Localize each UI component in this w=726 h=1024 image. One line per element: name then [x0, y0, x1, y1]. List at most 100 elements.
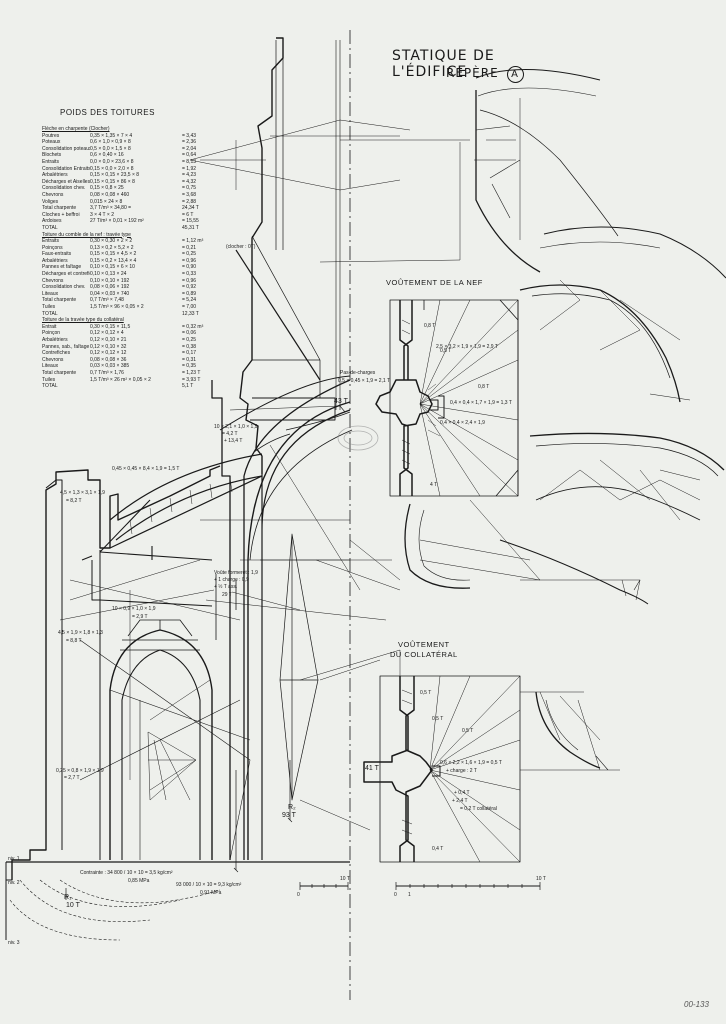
vault-arcs — [404, 69, 726, 771]
nave-rib-4: 4 T — [430, 482, 438, 488]
foundation-arcs — [9, 879, 221, 941]
label-r2-value: 93 T — [282, 812, 296, 819]
label-arcade: 0,25 × 0,8 × 1,9 × 1,9 — [56, 768, 104, 774]
roof-section-heading: Toiture de la travée type du collatéral — [42, 317, 124, 324]
aisle-rib-3: 0,5 T — [420, 690, 432, 696]
archive-stamp — [337, 425, 379, 451]
roof-cell-value: = 1,12 m³ — [182, 238, 204, 245]
roof-cell-label: Tuiles — [42, 376, 56, 383]
flying-rib-ticks — [129, 477, 233, 535]
nave-keystone: Pas-de-charges — [340, 370, 376, 376]
roof-cell-formula: 0,7 T/m³ × 7,48 — [90, 297, 124, 304]
roof-cell-value: = 4,23 — [182, 172, 197, 179]
roof-cell-formula: 0,15 × 0,2 × 13,4 × 4 — [90, 257, 137, 264]
roof-cell-formula: 1,5 T/m³ × 96 × 0,05 × 2 — [90, 304, 144, 311]
roof-cell-value: = 0,21 — [182, 244, 197, 251]
label-springer-note: (clocher : 0T) — [226, 244, 256, 250]
roof-cell-value: = 0,17 — [182, 350, 197, 357]
roof-cell-value: = 0,32 m³ — [182, 323, 204, 330]
aisle-vault-view — [363, 675, 521, 863]
sheet-subtitle: REPÈRE A — [446, 66, 524, 83]
roof-cell-value: = 6 T — [182, 211, 194, 218]
roof-cell-label: Décharges et Aiselles — [42, 178, 90, 185]
roof-cell-formula — [90, 225, 182, 232]
roof-cell-value: = 0,31 — [182, 356, 197, 363]
roof-cell-value: = 4,32 — [182, 178, 197, 185]
roof-section-heading: Flèche en charpente (Clocher) — [42, 126, 110, 132]
tower-outline — [239, 37, 284, 474]
aisle-vault-title-1: VOÛTEMENT — [398, 640, 450, 649]
roof-cell-label: Arbalétriers — [42, 172, 68, 179]
aisle-vault-title-2: DU COLLATÉRAL — [390, 650, 458, 659]
sheet-reference: 00-133 — [684, 1000, 709, 1009]
roof-cell-value: = 0,35 — [182, 363, 197, 370]
roof-cell-label: Pannes et faîtage — [42, 264, 82, 271]
roof-table-row: Liteaux 0,03 × 0,03 × 385 = 0,35 — [42, 363, 214, 370]
nave-keystone-2: 0,5 × 0,45 × 1,9 = 2,1 T — [338, 378, 391, 384]
label-arcade-result: = 2,7 T — [64, 775, 80, 781]
level-marker-2: niv. 2 — [8, 880, 20, 886]
nave-diag-2: 0,4 × 0,4 × 1,7 × 1,9 = 1,3 T — [450, 400, 512, 406]
roof-cell-formula: 0,04 × 0,03 × 740 — [90, 290, 130, 297]
scale-left-zero: 0 — [297, 892, 300, 898]
roof-cell-formula: 0,30 × 0,30 × 2 × 2 — [90, 238, 133, 245]
spire-lines — [189, 119, 470, 260]
aisle-load: 41 T — [365, 765, 379, 772]
roof-cell-label: Chevrons — [42, 277, 64, 284]
roof-cell-label: Liteaux — [42, 363, 59, 370]
roof-cell-label: Total charpente — [42, 297, 77, 304]
label-stress-note-2: 0,91 MPa — [200, 890, 222, 896]
aisle-diagonals — [429, 675, 521, 863]
roof-cell-value: = 0,92 — [182, 284, 197, 291]
roof-cell-label: Consolidation chev. — [42, 185, 86, 192]
force-lines-left — [147, 731, 197, 801]
roof-cell-value: = 3,43 — [182, 132, 197, 139]
nave-diag-1: 2,5 × 3,2 × 1,9 × 1,9 = 2,9 T — [436, 344, 498, 350]
roof-slope — [235, 249, 321, 381]
nave-diagonals — [419, 299, 519, 497]
tower-verticals — [335, 40, 341, 410]
roof-cell-value: = 0,96 — [182, 277, 197, 284]
label-r2: R₂ — [288, 804, 296, 811]
label-r1-value: 10 T — [66, 902, 80, 909]
roof-cell-label: Faux-entraits — [42, 251, 72, 258]
roof-cell-label: TOTAL — [42, 383, 58, 390]
spire-taper — [251, 235, 321, 398]
roof-cell-label: Cloches + beffroi — [42, 211, 80, 218]
roof-cell-label: Décharges et contrefiches — [42, 271, 90, 278]
roof-cell-formula: 0,03 × 0,03 × 385 — [90, 363, 130, 370]
tower-base — [250, 397, 336, 421]
aisle-roof — [99, 499, 213, 607]
force-polygon-left — [79, 639, 251, 861]
label-wall-mid: 4,5 × 1,9 × 1,8 × 1,3 — [58, 630, 103, 636]
roof-cell-formula: 0,30 × 0,15 × 11,5 — [90, 323, 131, 330]
roof-cell-formula: 27 T/m³ × 0,01 × 192 m² — [90, 218, 144, 225]
roof-cell-value: 5,1 T — [182, 383, 194, 390]
force-diamond — [279, 533, 319, 801]
roof-cell-value: = 1,23 T — [182, 369, 201, 376]
scale-bar-right — [395, 882, 541, 890]
roof-cell-formula: 0,08 × 0,08 × 460 — [90, 191, 130, 198]
roof-cell-formula: 0,12 × 0,12 × 12 — [90, 350, 127, 357]
roof-cell-value: 12,33 T — [182, 310, 199, 317]
roof-cell-label: Contrefiches — [42, 350, 71, 357]
